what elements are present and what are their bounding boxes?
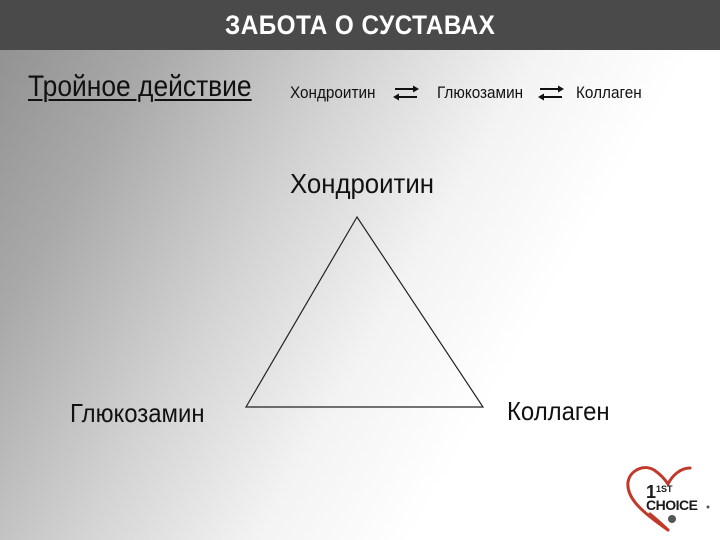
subtitle: Тройное действие: [28, 70, 252, 103]
vertex-label-chondroitin: Хондроитин: [290, 168, 434, 199]
logo-text-main: CHOICE: [646, 497, 698, 513]
logo-text-top: 1ST: [656, 484, 673, 494]
vertex-label-collagen: Коллаген: [507, 396, 610, 426]
title-bar: ЗАБОТА О СУСТАВАХ: [0, 0, 720, 50]
chain-item-chondroitin: Хондроитин: [290, 83, 376, 102]
bidirectional-arrows-icon: [538, 85, 564, 101]
vertex-label-glucosamine: Глюкозамин: [70, 398, 205, 428]
bidirectional-arrows-icon: [393, 85, 419, 101]
chain-item-glucosamine: Глюкозамин: [437, 83, 524, 102]
chain-item-collagen: Коллаген: [576, 83, 642, 102]
svg-text:1: 1: [646, 482, 656, 502]
first-choice-logo: 1 1ST CHOICE: [626, 466, 710, 532]
slide-title: ЗАБОТА О СУСТАВАХ: [224, 9, 496, 40]
